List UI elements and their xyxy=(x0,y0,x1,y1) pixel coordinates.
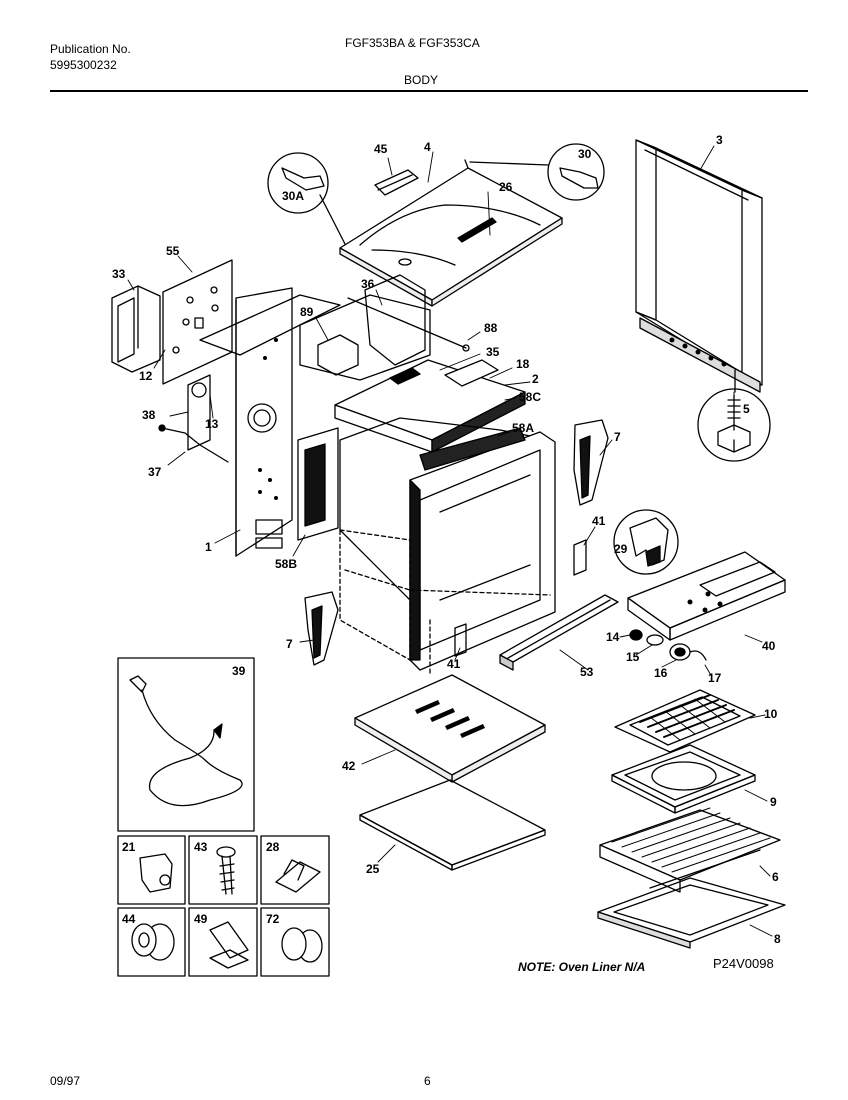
callout-58a: 58A xyxy=(512,421,535,435)
liner-8 xyxy=(597,877,786,949)
detail-30 xyxy=(469,143,605,201)
front-frame xyxy=(339,417,556,671)
callout-42: 42 xyxy=(342,759,356,773)
callout-30a: 30A xyxy=(282,189,305,203)
callout-13: 13 xyxy=(205,417,219,431)
section-title: BODY xyxy=(404,73,439,87)
box-44 xyxy=(117,907,186,977)
oven-body xyxy=(297,294,431,541)
callout-2: 2 xyxy=(532,372,539,386)
hinge-7-lower xyxy=(304,591,339,666)
callout-26: 26 xyxy=(499,180,513,194)
callout-12: 12 xyxy=(139,369,153,383)
panel-42 xyxy=(354,674,546,783)
box-72 xyxy=(260,907,330,977)
callout-29: 29 xyxy=(614,542,628,556)
pan-9 xyxy=(611,744,756,814)
callout-4: 4 xyxy=(424,140,431,154)
footer-date: 09/97 xyxy=(50,1074,81,1088)
callout-44: 44 xyxy=(122,912,136,926)
power-cord-box-39 xyxy=(117,657,255,832)
callout-72: 72 xyxy=(266,912,280,926)
box-21 xyxy=(117,835,186,905)
callout-41-lower: 41 xyxy=(447,657,461,671)
callout-43: 43 xyxy=(194,840,208,854)
header-rule xyxy=(50,90,808,92)
box-49 xyxy=(188,907,258,977)
callout-16: 16 xyxy=(654,666,668,680)
clip-41-upper xyxy=(573,539,587,576)
callout-5: 5 xyxy=(743,402,750,416)
callout-25: 25 xyxy=(366,862,380,876)
callout-39: 39 xyxy=(232,664,246,678)
callout-37: 37 xyxy=(148,465,162,479)
callout-58b: 58B xyxy=(275,557,298,571)
publication-number: 5995300232 xyxy=(50,58,117,72)
callout-41-upper: 41 xyxy=(592,514,606,528)
callout-40: 40 xyxy=(762,639,776,653)
callout-28: 28 xyxy=(266,840,280,854)
detail-29 xyxy=(613,509,679,575)
callout-21: 21 xyxy=(122,840,136,854)
callout-88: 88 xyxy=(484,321,498,335)
callout-58c: 58C xyxy=(519,390,542,404)
wire-37 xyxy=(158,424,229,463)
callout-30: 30 xyxy=(578,147,592,161)
door-frame-part xyxy=(635,139,763,393)
callout-53: 53 xyxy=(580,665,594,679)
callout-55: 55 xyxy=(166,244,180,258)
callout-35: 35 xyxy=(486,345,500,359)
back-panel-55 xyxy=(162,259,233,385)
knob-parts xyxy=(629,629,707,661)
box-43 xyxy=(188,835,258,905)
rail-53 xyxy=(499,594,619,671)
page-number: 6 xyxy=(424,1074,431,1088)
callout-33: 33 xyxy=(112,267,126,281)
clip-41-lower xyxy=(454,623,467,657)
model-numbers: FGF353BA & FGF353CA xyxy=(345,36,480,50)
oven-liner-note: NOTE: Oven Liner N/A xyxy=(518,960,646,974)
callout-17: 17 xyxy=(708,671,722,685)
hinge-7-upper xyxy=(573,419,609,506)
top-panel-part xyxy=(339,159,563,307)
callout-15: 15 xyxy=(626,650,640,664)
callout-89: 89 xyxy=(300,305,314,319)
callout-45: 45 xyxy=(374,142,388,156)
callout-6: 6 xyxy=(772,870,779,884)
publication-label: Publication No. xyxy=(50,42,131,56)
callout-38: 38 xyxy=(142,408,156,422)
callout-3: 3 xyxy=(716,133,723,147)
cooktop-panel xyxy=(334,359,526,453)
valve-89 xyxy=(317,334,359,376)
drawer-40 xyxy=(627,551,786,641)
panel-25 xyxy=(359,779,546,871)
bracket-45 xyxy=(374,169,419,196)
drawing-id: P24V0098 xyxy=(713,956,774,971)
burner-36 xyxy=(347,274,470,366)
callout-14: 14 xyxy=(606,630,620,644)
callout-49: 49 xyxy=(194,912,208,926)
rack-6 xyxy=(599,807,781,893)
callout-7-upper: 7 xyxy=(614,430,621,444)
callout-18: 18 xyxy=(516,357,530,371)
leader-lines xyxy=(127,145,773,937)
detail-30a xyxy=(267,152,346,245)
grill-10 xyxy=(614,689,756,753)
callout-10: 10 xyxy=(764,707,778,721)
callout-9: 9 xyxy=(770,795,777,809)
bracket-33 xyxy=(111,285,161,373)
callout-8: 8 xyxy=(774,932,781,946)
side-panel-part xyxy=(199,287,341,557)
oven-base xyxy=(339,529,551,676)
callout-1: 1 xyxy=(205,540,212,554)
box-28 xyxy=(260,835,330,905)
callout-36: 36 xyxy=(361,277,375,291)
callout-7-lower: 7 xyxy=(286,637,293,651)
plate-38 xyxy=(187,374,211,451)
